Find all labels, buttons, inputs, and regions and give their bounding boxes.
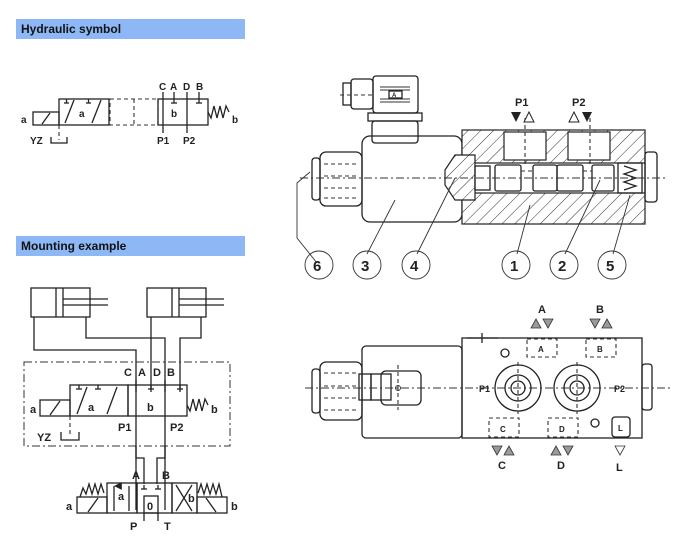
top-port-label-p1: P1 <box>479 384 490 394</box>
end-plug <box>644 151 658 203</box>
top-knob <box>319 361 363 421</box>
electrical-connector: A <box>340 75 423 144</box>
dv-port-label-a: A <box>132 470 140 482</box>
callout-3-label: 3 <box>361 258 369 275</box>
mount-spring-symbol <box>186 397 209 413</box>
mounting-example-title: Mounting example <box>21 239 127 253</box>
spring-label: b <box>232 115 238 126</box>
cavity-d <box>547 417 579 438</box>
section-port-label-p2: P2 <box>572 97 585 109</box>
dv-port-label-p: P <box>130 521 137 533</box>
callout-5-label: 5 <box>606 258 614 275</box>
top-port-label-b: B <box>596 304 604 316</box>
callouts: 6 3 4 1 2 5 <box>296 171 631 280</box>
cylinder-left <box>30 287 108 318</box>
directional-valve: A B a a 0 b b P T <box>66 470 238 533</box>
cavity-l <box>611 416 631 438</box>
cylinder-right <box>146 287 224 318</box>
mounting-example: C A D B a a b b YZ P1 P2 A <box>23 287 238 533</box>
mount-port-label-p1: P1 <box>118 422 131 434</box>
callout-1-label: 1 <box>510 258 518 275</box>
top-port-label-a: A <box>538 304 546 316</box>
cavity-label-b: B <box>597 345 603 354</box>
dv-right-label: b <box>231 501 238 513</box>
p1-in-arrow <box>511 112 521 122</box>
top-port-label-p2: P2 <box>614 384 625 394</box>
callout-4-label: 4 <box>410 258 419 275</box>
callout-5 <box>597 250 627 280</box>
port-label-b: B <box>196 82 203 93</box>
dv-position-b-label: b <box>188 493 195 505</box>
mount-position-b-label: b <box>147 402 154 414</box>
callout-2-label: 2 <box>558 258 566 275</box>
cavity-a <box>526 338 558 358</box>
hydraulic-symbol-title: Hydraulic symbol <box>21 22 122 36</box>
cavity-b <box>585 338 617 358</box>
dv-position-a-label: a <box>118 491 125 503</box>
port-label-p1: P1 <box>157 136 170 147</box>
solenoid-label: a <box>21 115 27 126</box>
callout-3 <box>352 250 382 280</box>
cavity-label-l: L <box>618 424 623 433</box>
cavity-label-d: D <box>559 425 565 434</box>
position-b-label: b <box>171 109 177 120</box>
dv-port-label-t: T <box>164 521 171 533</box>
callout-6 <box>304 250 334 280</box>
hydraulic-symbol: a a b b YZ C A D B P1 P2 <box>21 82 238 147</box>
top-port-label-l: L <box>616 462 623 474</box>
drain-label: YZ <box>30 136 43 147</box>
section-port-label-p1: P1 <box>515 97 528 109</box>
dv-left-label: a <box>66 501 73 513</box>
position-a-label: a <box>79 109 85 120</box>
top-view: A B C D L P1 P2 A B C D L <box>305 304 670 474</box>
mount-port-label-b: B <box>167 367 175 379</box>
mount-solenoid-label: a <box>30 404 37 416</box>
position-a-box <box>58 98 110 126</box>
p2-out-arrow <box>568 110 580 123</box>
drain-tank-symbol <box>50 137 68 144</box>
mounting-example-header: Mounting example <box>16 236 245 256</box>
cavity-label-c: C <box>500 425 506 434</box>
section-view: A <box>296 75 668 280</box>
callout-2 <box>549 250 579 280</box>
dv-port-label-b: B <box>162 470 170 482</box>
mount-port-label-p2: P2 <box>170 422 183 434</box>
connector-label: A <box>392 93 397 99</box>
p1-out-arrow <box>523 110 535 123</box>
port-label-c: C <box>159 82 166 93</box>
port-label-a: A <box>170 82 177 93</box>
top-coil <box>361 345 463 439</box>
mount-port-label-d: D <box>153 367 161 379</box>
callout-4 <box>401 250 431 280</box>
top-port-label-d: D <box>557 460 565 472</box>
callout-6-label: 6 <box>313 258 321 275</box>
valve-enclosure <box>23 361 231 447</box>
spring-symbol <box>207 104 230 120</box>
p2-in-arrow <box>582 112 592 122</box>
port-label-d: D <box>183 82 190 93</box>
mount-port-label-a: A <box>138 367 146 379</box>
cavity-label-a: A <box>538 345 544 354</box>
top-port-label-c: C <box>498 460 506 472</box>
mount-position-a-label: a <box>88 402 95 414</box>
mount-spring-label: b <box>211 404 218 416</box>
cavity-c <box>488 417 520 438</box>
mount-drain-label: YZ <box>37 432 51 444</box>
hydraulic-symbol-header: Hydraulic symbol <box>16 19 245 39</box>
callout-1 <box>501 250 531 280</box>
mount-port-label-c: C <box>124 367 132 379</box>
port-label-p2: P2 <box>183 136 196 147</box>
manual-override-knob <box>311 151 363 207</box>
dv-center-label: 0 <box>147 501 153 513</box>
